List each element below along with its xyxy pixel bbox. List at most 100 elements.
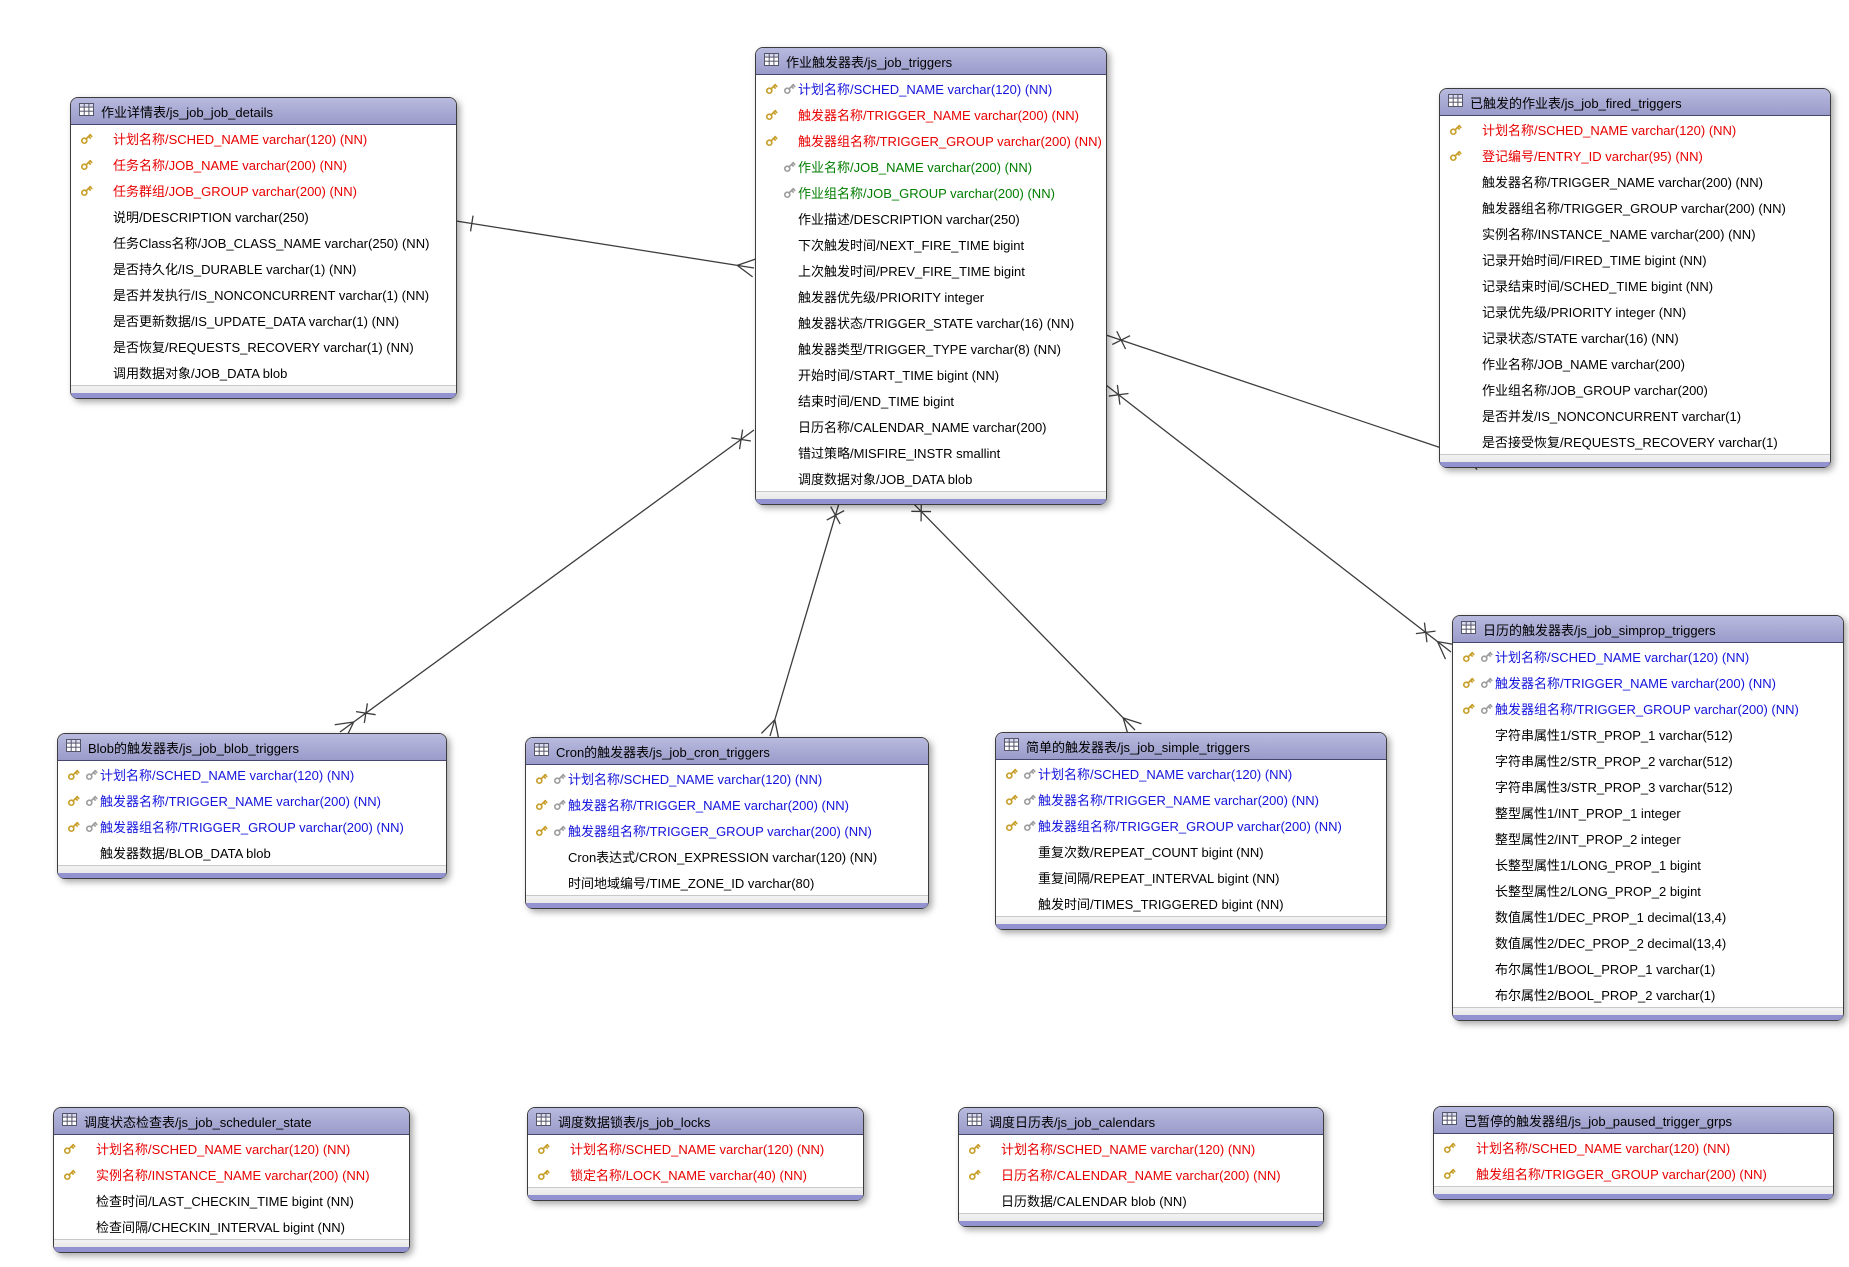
field-row[interactable]: 触发器组名称/TRIGGER_GROUP varchar(200) (NN) bbox=[996, 812, 1386, 838]
field-row[interactable]: 触发器组名称/TRIGGER_GROUP varchar(200) (NN) bbox=[58, 813, 446, 839]
field-row[interactable]: 触发器类型/TRIGGER_TYPE varchar(8) (NN) bbox=[756, 335, 1106, 361]
field-row[interactable]: 检查间隔/CHECKIN_INTERVAL bigint (NN) bbox=[54, 1213, 409, 1239]
table-header-calendars[interactable]: 调度日历表/js_job_calendars bbox=[959, 1108, 1323, 1135]
field-row[interactable]: 锁定名称/LOCK_NAME varchar(40) (NN) bbox=[528, 1161, 863, 1187]
field-row[interactable]: 计划名称/SCHED_NAME varchar(120) (NN) bbox=[1440, 116, 1830, 142]
table-header-fired_triggers[interactable]: 已触发的作业表/js_job_fired_triggers bbox=[1440, 89, 1830, 116]
field-row[interactable]: 调用数据对象/JOB_DATA blob bbox=[71, 359, 456, 385]
table-header-simprop_triggers[interactable]: 日历的触发器表/js_job_simprop_triggers bbox=[1453, 616, 1843, 643]
field-row[interactable]: 计划名称/SCHED_NAME varchar(120) (NN) bbox=[756, 75, 1106, 101]
field-row[interactable]: 计划名称/SCHED_NAME varchar(120) (NN) bbox=[1434, 1134, 1833, 1160]
field-row[interactable]: 字符串属性2/STR_PROP_2 varchar(512) bbox=[1453, 747, 1843, 773]
field-row[interactable]: 是否更新数据/IS_UPDATE_DATA varchar(1) (NN) bbox=[71, 307, 456, 333]
field-row[interactable]: 触发器名称/TRIGGER_NAME varchar(200) (NN) bbox=[996, 786, 1386, 812]
field-row[interactable]: 布尔属性1/BOOL_PROP_1 varchar(1) bbox=[1453, 955, 1843, 981]
field-row[interactable]: 布尔属性2/BOOL_PROP_2 varchar(1) bbox=[1453, 981, 1843, 1007]
field-row[interactable]: 触发器状态/TRIGGER_STATE varchar(16) (NN) bbox=[756, 309, 1106, 335]
field-row[interactable]: 登记编号/ENTRY_ID varchar(95) (NN) bbox=[1440, 142, 1830, 168]
table-header-blob_triggers[interactable]: Blob的触发器表/js_job_blob_triggers bbox=[58, 734, 446, 761]
field-row[interactable]: 计划名称/SCHED_NAME varchar(120) (NN) bbox=[71, 125, 456, 151]
field-row[interactable]: 触发器组名称/TRIGGER_GROUP varchar(200) (NN) bbox=[1440, 194, 1830, 220]
field-row[interactable]: 数值属性1/DEC_PROP_1 decimal(13,4) bbox=[1453, 903, 1843, 929]
field-row[interactable]: 记录状态/STATE varchar(16) (NN) bbox=[1440, 324, 1830, 350]
field-row[interactable]: 触发器组名称/TRIGGER_GROUP varchar(200) (NN) bbox=[526, 817, 928, 843]
field-row[interactable]: 说明/DESCRIPTION varchar(250) bbox=[71, 203, 456, 229]
table-header-locks[interactable]: 调度数据锁表/js_job_locks bbox=[528, 1108, 863, 1135]
table-header-paused_trigger_grps[interactable]: 已暂停的触发器组/js_job_paused_trigger_grps bbox=[1434, 1107, 1833, 1134]
field-row[interactable]: 是否恢复/REQUESTS_RECOVERY varchar(1) (NN) bbox=[71, 333, 456, 359]
field-row[interactable]: 计划名称/SCHED_NAME varchar(120) (NN) bbox=[1453, 643, 1843, 669]
field-row[interactable]: 错过策略/MISFIRE_INSTR smallint bbox=[756, 439, 1106, 465]
field-row[interactable]: 触发器名称/TRIGGER_NAME varchar(200) (NN) bbox=[756, 101, 1106, 127]
field-row[interactable]: 作业名称/JOB_NAME varchar(200) bbox=[1440, 350, 1830, 376]
field-row[interactable]: 是否并发/IS_NONCONCURRENT varchar(1) bbox=[1440, 402, 1830, 428]
field-row[interactable]: 调度数据对象/JOB_DATA blob bbox=[756, 465, 1106, 491]
field-row[interactable]: 任务名称/JOB_NAME varchar(200) (NN) bbox=[71, 151, 456, 177]
field-row[interactable]: 记录结束时间/SCHED_TIME bigint (NN) bbox=[1440, 272, 1830, 298]
field-row[interactable]: 开始时间/START_TIME bigint (NN) bbox=[756, 361, 1106, 387]
field-row[interactable]: 实例名称/INSTANCE_NAME varchar(200) (NN) bbox=[1440, 220, 1830, 246]
field-row[interactable]: 触发器名称/TRIGGER_NAME varchar(200) (NN) bbox=[526, 791, 928, 817]
field-row[interactable]: 是否并发执行/IS_NONCONCURRENT varchar(1) (NN) bbox=[71, 281, 456, 307]
field-row[interactable]: 日历名称/CALENDAR_NAME varchar(200) bbox=[756, 413, 1106, 439]
field-row[interactable]: 触发器组名称/TRIGGER_GROUP varchar(200) (NN) bbox=[1453, 695, 1843, 721]
field-row[interactable]: 作业组名称/JOB_GROUP varchar(200) (NN) bbox=[756, 179, 1106, 205]
field-row[interactable]: 计划名称/SCHED_NAME varchar(120) (NN) bbox=[54, 1135, 409, 1161]
field-row[interactable]: 计划名称/SCHED_NAME varchar(120) (NN) bbox=[996, 760, 1386, 786]
field-row[interactable]: 字符串属性1/STR_PROP_1 varchar(512) bbox=[1453, 721, 1843, 747]
field-row[interactable]: 计划名称/SCHED_NAME varchar(120) (NN) bbox=[58, 761, 446, 787]
field-row[interactable]: 上次触发时间/PREV_FIRE_TIME bigint bbox=[756, 257, 1106, 283]
field-row[interactable]: 时间地域编号/TIME_ZONE_ID varchar(80) bbox=[526, 869, 928, 895]
table-header-cron_triggers[interactable]: Cron的触发器表/js_job_cron_triggers bbox=[526, 738, 928, 765]
field-row[interactable]: 实例名称/INSTANCE_NAME varchar(200) (NN) bbox=[54, 1161, 409, 1187]
field-row[interactable]: 结束时间/END_TIME bigint bbox=[756, 387, 1106, 413]
field-row[interactable]: 触发时间/TIMES_TRIGGERED bigint (NN) bbox=[996, 890, 1386, 916]
field-row[interactable]: 计划名称/SCHED_NAME varchar(120) (NN) bbox=[528, 1135, 863, 1161]
field-row[interactable]: 计划名称/SCHED_NAME varchar(120) (NN) bbox=[526, 765, 928, 791]
field-row[interactable]: 是否持久化/IS_DURABLE varchar(1) (NN) bbox=[71, 255, 456, 281]
field-row[interactable]: 字符串属性3/STR_PROP_3 varchar(512) bbox=[1453, 773, 1843, 799]
table-header-triggers[interactable]: 作业触发器表/js_job_triggers bbox=[756, 48, 1106, 75]
field-row[interactable]: 触发器优先级/PRIORITY integer bbox=[756, 283, 1106, 309]
field-row[interactable]: 下次触发时间/NEXT_FIRE_TIME bigint bbox=[756, 231, 1106, 257]
field-row[interactable]: 整型属性2/INT_PROP_2 integer bbox=[1453, 825, 1843, 851]
field-row[interactable]: 任务Class名称/JOB_CLASS_NAME varchar(250) (N… bbox=[71, 229, 456, 255]
table-header-job_details[interactable]: 作业详情表/js_job_job_details bbox=[71, 98, 456, 125]
field-row[interactable]: 作业组名称/JOB_GROUP varchar(200) bbox=[1440, 376, 1830, 402]
field-row[interactable]: 任务群组/JOB_GROUP varchar(200) (NN) bbox=[71, 177, 456, 203]
field-row[interactable]: 计划名称/SCHED_NAME varchar(120) (NN) bbox=[959, 1135, 1323, 1161]
field-row[interactable]: 重复间隔/REPEAT_INTERVAL bigint (NN) bbox=[996, 864, 1386, 890]
field-row[interactable]: 触发器数据/BLOB_DATA blob bbox=[58, 839, 446, 865]
field-row[interactable]: 触发器组名称/TRIGGER_GROUP varchar(200) (NN) bbox=[756, 127, 1106, 153]
field-row[interactable]: 触发组名称/TRIGGER_GROUP varchar(200) (NN) bbox=[1434, 1160, 1833, 1186]
field-row[interactable]: 触发器名称/TRIGGER_NAME varchar(200) (NN) bbox=[1440, 168, 1830, 194]
field-row[interactable]: 记录开始时间/FIRED_TIME bigint (NN) bbox=[1440, 246, 1830, 272]
field-row[interactable]: 长整型属性2/LONG_PROP_2 bigint bbox=[1453, 877, 1843, 903]
field-row[interactable]: 日历数据/CALENDAR blob (NN) bbox=[959, 1187, 1323, 1213]
field-row[interactable]: 检查时间/LAST_CHECKIN_TIME bigint (NN) bbox=[54, 1187, 409, 1213]
field-row[interactable]: 触发器名称/TRIGGER_NAME varchar(200) (NN) bbox=[1453, 669, 1843, 695]
field-row[interactable]: 触发器名称/TRIGGER_NAME varchar(200) (NN) bbox=[58, 787, 446, 813]
table-header-scheduler_state[interactable]: 调度状态检查表/js_job_scheduler_state bbox=[54, 1108, 409, 1135]
field-row[interactable]: 重复次数/REPEAT_COUNT bigint (NN) bbox=[996, 838, 1386, 864]
field-row[interactable]: 作业名称/JOB_NAME varchar(200) (NN) bbox=[756, 153, 1106, 179]
field-row[interactable]: 长整型属性1/LONG_PROP_1 bigint bbox=[1453, 851, 1843, 877]
field-row[interactable]: 数值属性2/DEC_PROP_2 decimal(13,4) bbox=[1453, 929, 1843, 955]
field-row[interactable]: 整型属性1/INT_PROP_1 integer bbox=[1453, 799, 1843, 825]
field-row[interactable]: 作业描述/DESCRIPTION varchar(250) bbox=[756, 205, 1106, 231]
field-row[interactable]: 是否接受恢复/REQUESTS_RECOVERY varchar(1) bbox=[1440, 428, 1830, 454]
field-row[interactable]: Cron表达式/CRON_EXPRESSION varchar(120) (NN… bbox=[526, 843, 928, 869]
table-header-simple_triggers[interactable]: 简单的触发器表/js_job_simple_triggers bbox=[996, 733, 1386, 760]
field-row[interactable]: 记录优先级/PRIORITY integer (NN) bbox=[1440, 298, 1830, 324]
